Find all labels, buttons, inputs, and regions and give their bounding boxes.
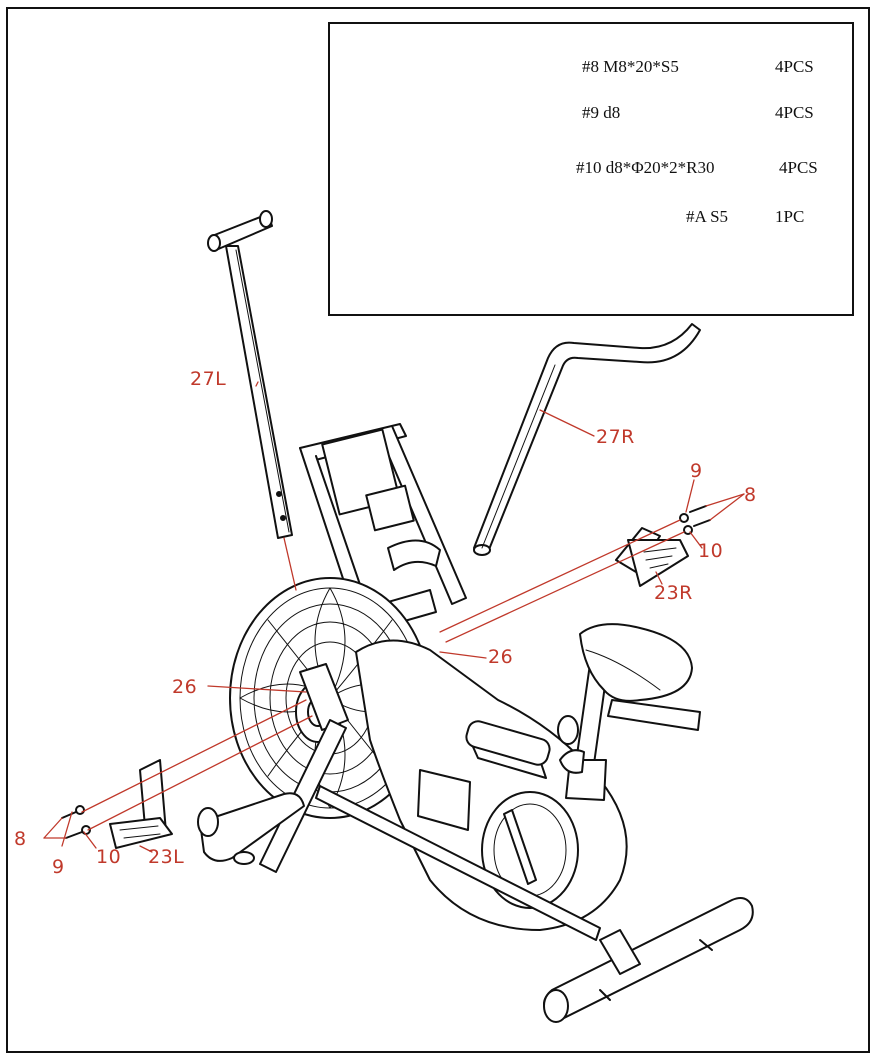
main-frame (355, 639, 628, 931)
hardware-code-a: #A S5 (686, 207, 729, 226)
hardware-qty-9: 4PCS (775, 103, 814, 122)
callout-27l: 27L (190, 368, 227, 390)
hardware-qty-8: 4PCS (775, 57, 814, 76)
callout-27r: 27R (596, 426, 635, 448)
callout-8-left: 8 (14, 828, 27, 850)
callout-9-right: 9 (690, 460, 703, 482)
left-pedal (109, 759, 173, 849)
callout-8-right: 8 (744, 484, 757, 506)
left-handlebar (207, 210, 293, 539)
callout-9-left: 9 (52, 856, 65, 878)
right-pedal (615, 527, 689, 587)
hardware-qty-a: 1PC (775, 207, 805, 226)
hardware-code-9: #9 d8 (582, 103, 621, 122)
callout-23r: 23R (654, 582, 693, 604)
rear-stabilizer (543, 897, 754, 1023)
hardware-code-8: #8 M8*20*S5 (582, 57, 679, 76)
callout-10-right: 10 (698, 540, 724, 562)
hardware-box (328, 22, 854, 316)
callout-10-left: 10 (96, 846, 122, 868)
right-handlebar (473, 323, 701, 556)
leader-lines (81, 381, 685, 831)
left-pedal-hardware (43, 805, 153, 853)
left-crank-arm (299, 663, 349, 731)
callout-23l: 23L (148, 846, 185, 868)
front-down-tube (197, 719, 601, 941)
seat-assembly (559, 623, 701, 801)
console-mast (299, 423, 467, 633)
right-pedal-hardware (655, 479, 745, 585)
callout-26-right: 26 (488, 646, 514, 668)
hardware-code-10: #10 d8*Φ20*2*R30 (576, 158, 715, 177)
hardware-qty-10: 4PCS (779, 158, 818, 177)
callout-26-left: 26 (172, 676, 198, 698)
